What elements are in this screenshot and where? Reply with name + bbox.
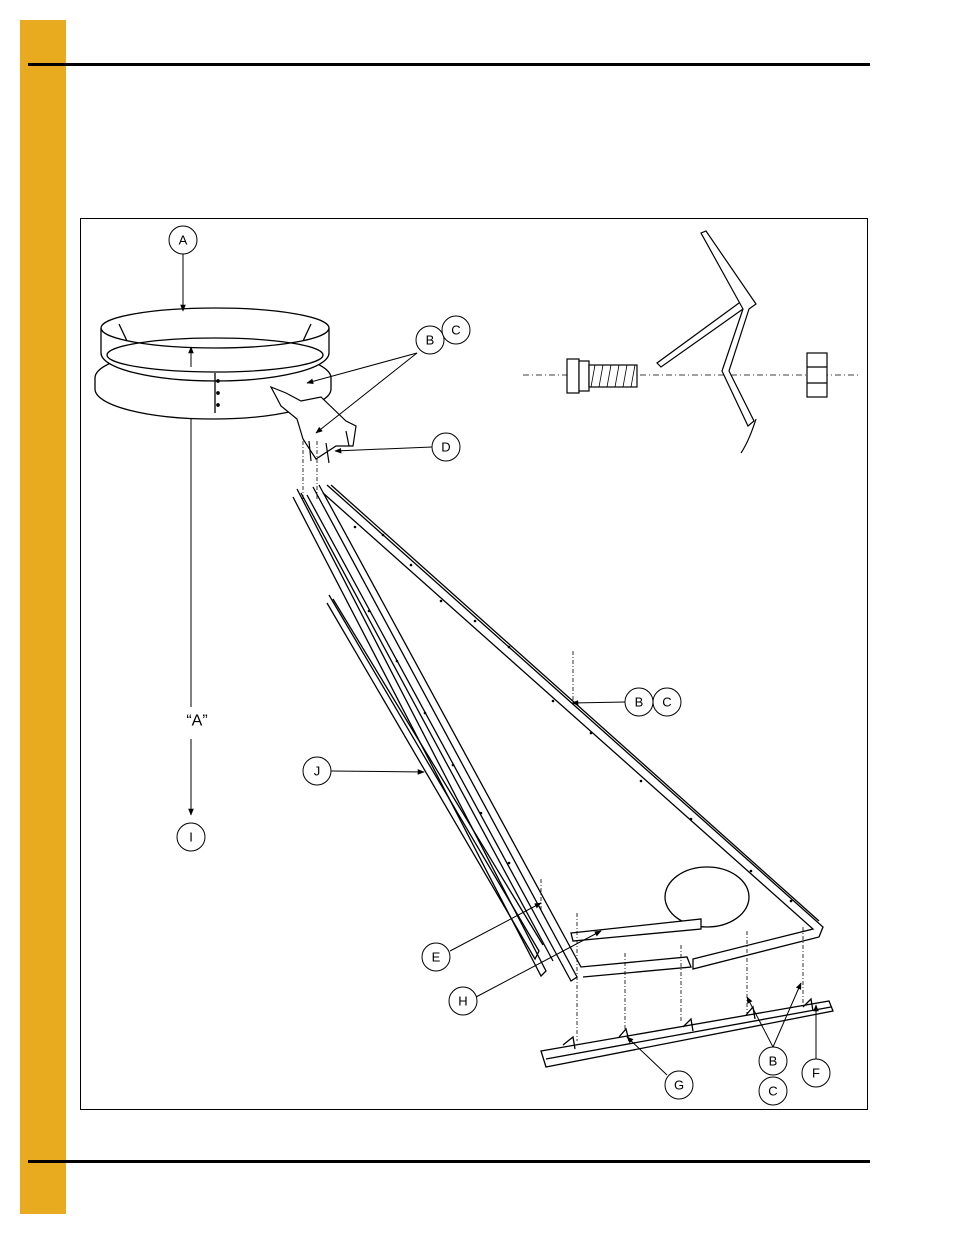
diagram-frame: A B C D B C “A” I J E H G B C F bbox=[80, 218, 868, 1110]
callout-b-mid-label: B bbox=[635, 695, 644, 710]
header-rule bbox=[28, 63, 870, 66]
callout-a-label: A bbox=[179, 233, 188, 248]
callout-f-label: F bbox=[812, 1066, 820, 1081]
connector-plate bbox=[271, 387, 356, 463]
callout-c-mid-label: C bbox=[662, 695, 671, 710]
callout-c-bottom-label: C bbox=[768, 1084, 777, 1099]
assembly-diagram: A B C D B C “A” I J E H G B C F bbox=[81, 219, 867, 1109]
callout-e-label: E bbox=[432, 950, 441, 965]
fastener-detail bbox=[523, 231, 859, 453]
side-color-band bbox=[20, 20, 66, 1214]
bracket-clip-icon bbox=[657, 231, 756, 453]
callout-j-label: J bbox=[314, 764, 321, 779]
callout-g-label: G bbox=[674, 1078, 684, 1093]
channel-assembly bbox=[293, 485, 833, 1067]
callout-i-label: I bbox=[189, 830, 193, 845]
hex-bolt-icon bbox=[567, 359, 637, 393]
callout-d-label: D bbox=[441, 440, 450, 455]
hex-nut-icon bbox=[807, 353, 827, 397]
callout-h-label: H bbox=[458, 994, 467, 1009]
callout-c-top-label: C bbox=[451, 323, 460, 338]
footer-rule bbox=[28, 1160, 870, 1163]
view-a-label: “A” bbox=[186, 713, 207, 730]
callout-b-top-label: B bbox=[426, 333, 435, 348]
callout-b-bottom-label: B bbox=[769, 1054, 778, 1069]
